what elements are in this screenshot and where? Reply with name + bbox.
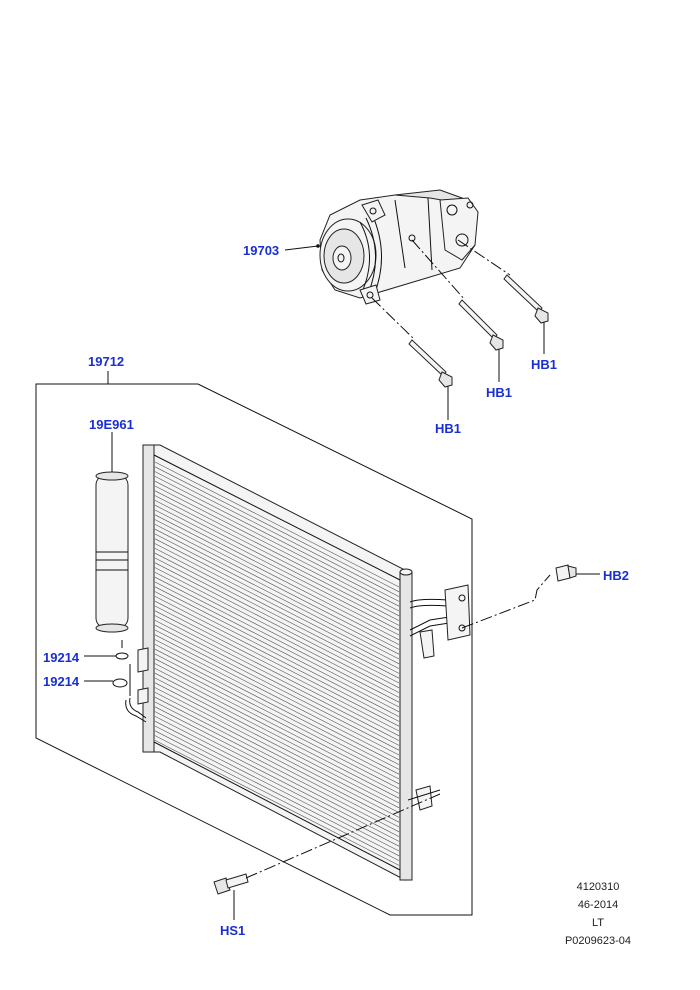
compressor bbox=[319, 189, 479, 305]
label-bolt-hb1-left: HB1 bbox=[435, 421, 461, 436]
info-line-1: 4120310 bbox=[577, 881, 620, 893]
info-line-3: LT bbox=[592, 917, 604, 929]
label-receiver-drier: 19E961 bbox=[89, 417, 134, 432]
label-seal-upper: 19214 bbox=[43, 650, 80, 665]
label-compressor: 19703 bbox=[243, 243, 279, 258]
bolt-hb1-middle bbox=[458, 299, 504, 351]
seal-upper bbox=[115, 652, 129, 660]
label-seal-lower: 19214 bbox=[43, 674, 80, 689]
seal-lower bbox=[112, 678, 128, 688]
label-bolt-hb2: HB2 bbox=[603, 568, 629, 583]
label-bolt-hb1-middle: HB1 bbox=[486, 385, 512, 400]
label-condenser: 19712 bbox=[88, 354, 124, 369]
condenser-core bbox=[142, 444, 413, 881]
label-screw-hs1: HS1 bbox=[220, 923, 245, 938]
condenser-pipe bbox=[407, 584, 471, 811]
label-bolt-hb1-right: HB1 bbox=[531, 357, 557, 372]
info-line-2: 46-2014 bbox=[578, 899, 618, 911]
bolt-hb1-left bbox=[408, 339, 453, 388]
bolt-hb1-right bbox=[503, 274, 549, 324]
info-line-4: P0209623-04 bbox=[565, 935, 631, 947]
screw-hs1 bbox=[213, 873, 249, 895]
bolt-hb2 bbox=[555, 564, 577, 582]
receiver-drier bbox=[95, 471, 129, 633]
